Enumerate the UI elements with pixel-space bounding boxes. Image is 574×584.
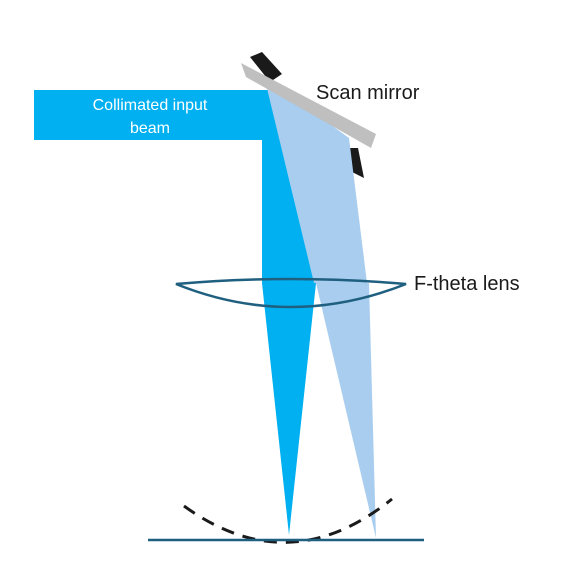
scanned-beam-focused — [316, 283, 376, 538]
input-beam-horizontal — [34, 90, 279, 140]
straight-beam-focused — [262, 283, 316, 535]
input-beam-label-line2: beam — [130, 120, 170, 137]
scanned-beam-upper — [264, 76, 367, 283]
focal-curve-dashed — [183, 497, 393, 544]
input-beam-label-line1: Collimated input — [93, 97, 208, 114]
f-theta-lens — [175, 277, 407, 309]
scan-mirror-label: Scan mirror — [316, 82, 420, 104]
f-theta-lens-label: F-theta lens — [414, 273, 520, 295]
mirror-back-top — [250, 52, 282, 82]
scan-mirror — [241, 63, 376, 148]
